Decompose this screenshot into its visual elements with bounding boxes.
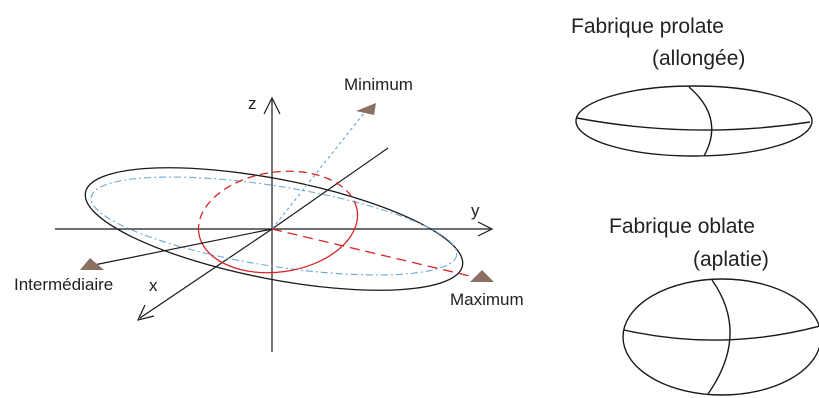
z-axis-label: z xyxy=(248,94,257,113)
prolate-subtitle: (allongée) xyxy=(652,47,746,70)
intermediate-axis xyxy=(93,228,273,266)
prolate-meridian xyxy=(688,86,713,157)
y-axis-label: y xyxy=(471,201,480,220)
intermediate-label: Intermédiaire xyxy=(14,275,114,294)
oblate-subtitle: (aplatie) xyxy=(693,248,769,271)
x-axis-label: x xyxy=(149,276,158,295)
minimum-label: Minimum xyxy=(344,75,413,94)
oblate-ellipsoid-outline xyxy=(622,278,819,396)
ellipsoid-outline xyxy=(84,167,464,291)
x-axis xyxy=(139,228,273,319)
maximum-axis xyxy=(271,228,475,278)
intermediate-marker xyxy=(80,258,104,270)
x-axis-arrowhead xyxy=(136,304,155,321)
maximum-label: Maximum xyxy=(450,290,524,309)
minimum-plane-section xyxy=(90,176,458,276)
prolate-ellipsoid-outline xyxy=(575,85,813,157)
oblate-title: Fabrique oblate xyxy=(609,215,755,238)
maximum-marker xyxy=(470,270,494,282)
maximum-plane-section-visible xyxy=(197,188,359,274)
prolate-equator xyxy=(576,117,811,131)
oblate-equator xyxy=(623,325,819,341)
oblate-meridian xyxy=(707,279,731,395)
prolate-title: Fabrique prolate xyxy=(571,15,724,38)
upper-oblique-line xyxy=(271,147,389,230)
maximum-plane-section-hidden xyxy=(197,170,359,253)
y-axis-arrowhead xyxy=(477,221,494,237)
z-axis-arrowhead xyxy=(263,96,281,115)
minimum-axis xyxy=(271,107,369,230)
minimum-marker xyxy=(356,103,376,115)
